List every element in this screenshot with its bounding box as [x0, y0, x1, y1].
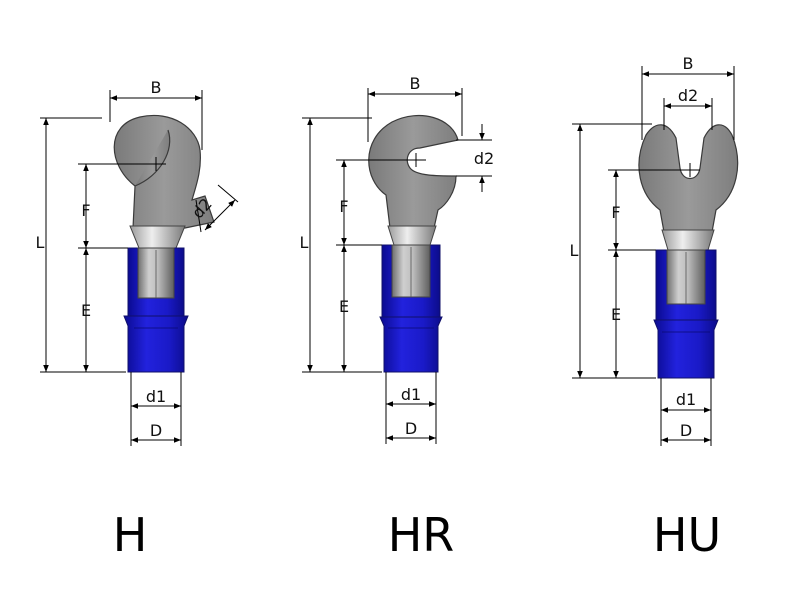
dim-label-l-hu: L — [570, 241, 579, 260]
dim-label-e-hu: E — [611, 305, 621, 324]
hook-tongue-h — [113, 115, 215, 229]
dim-label-d1-hr: d1 — [401, 385, 421, 404]
dim-label-d2-hu: d2 — [678, 86, 698, 105]
terminal-title-h: H — [113, 508, 148, 562]
hook-tongue-hr — [368, 114, 459, 229]
dim-label-b-hr: B — [410, 74, 421, 93]
dim-label-f-hr: F — [339, 197, 348, 216]
dim-label-d-h: D — [150, 421, 162, 440]
dim-label-f-h: F — [81, 201, 90, 220]
dim-label-f-hu: F — [611, 203, 620, 222]
dim-label-l-hr: L — [300, 233, 309, 252]
terminal-hu: B d2 L F E d1 D HU — [570, 54, 739, 562]
terminal-h: B d2 L F E d1 D H — [36, 78, 239, 562]
dim-label-b-h: B — [151, 78, 162, 97]
dim-label-d2-hr: d2 — [474, 149, 494, 168]
dim-label-d-hr: D — [405, 419, 417, 438]
dim-label-d1-hu: d1 — [676, 390, 696, 409]
dim-label-e-h: E — [81, 301, 91, 320]
terminal-title-hr: HR — [388, 508, 455, 562]
terminal-title-hu: HU — [653, 508, 721, 562]
dim-label-d1-h: d1 — [146, 387, 166, 406]
dim-label-e-hr: E — [339, 297, 349, 316]
dim-label-l-h: L — [36, 233, 45, 252]
fork-tongue-hu — [638, 124, 739, 233]
terminal-hr: B d2 L F E d1 D HR — [300, 74, 495, 562]
dim-label-d-hu: D — [680, 421, 692, 440]
dim-label-b-hu: B — [683, 54, 694, 73]
